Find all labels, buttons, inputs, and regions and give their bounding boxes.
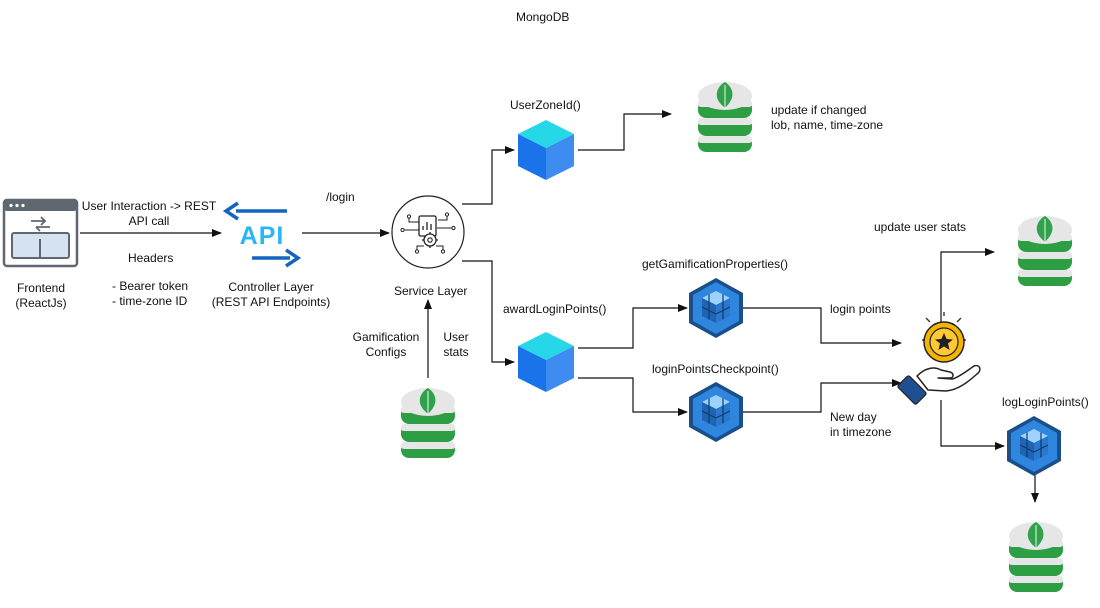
userzone-label: UserZoneId() xyxy=(510,98,581,112)
checkpoint-hexagon-icon xyxy=(688,381,744,443)
frontend-label: Frontend (ReactJs) xyxy=(15,281,67,310)
award-cube-icon xyxy=(518,332,574,392)
edge-award-to-checkpoint xyxy=(578,377,688,416)
frontend-to-api-label: User Interaction -> REST API call xyxy=(81,199,217,228)
log-points-label: logLoginPoints() xyxy=(1002,395,1089,409)
browser-window-icon xyxy=(2,198,79,268)
api-icon: API xyxy=(222,201,302,268)
service-gear-icon xyxy=(391,195,465,269)
login-points-label: login points xyxy=(830,302,891,316)
log-hexagon-icon xyxy=(1006,415,1062,477)
gamification-props-label: getGamificationProperties() xyxy=(642,257,789,271)
edge-reward-to-stats-db xyxy=(940,248,995,323)
gamification-hexagon-icon xyxy=(688,277,744,339)
config-mongodb-icon xyxy=(400,387,456,459)
reward-coin-hand-icon xyxy=(897,312,981,405)
edge-userzone-to-db xyxy=(578,110,672,151)
headers-title: Headers xyxy=(128,251,174,265)
award-label: awardLoginPoints() xyxy=(503,302,607,316)
checkpoint-label: loginPointsCheckpoint() xyxy=(652,362,779,376)
edge-service-to-userzone xyxy=(462,146,515,205)
userzone-mongodb-icon xyxy=(697,81,753,153)
edge-checkpoint-to-reward xyxy=(743,379,902,413)
login-route-label: /login xyxy=(326,190,355,204)
log-mongodb-icon xyxy=(1008,521,1064,593)
edge-award-to-gamification xyxy=(578,304,688,349)
stats-mongodb-icon xyxy=(1017,215,1073,287)
new-day-label: New day in timezone xyxy=(830,410,892,439)
controller-label: Controller Layer (REST API Endpoints) xyxy=(211,280,331,309)
headers-items: - Bearer token - time-zone ID xyxy=(112,279,189,308)
edge-gamification-to-reward xyxy=(743,307,902,347)
diagram-title: MongoDB xyxy=(516,10,570,24)
update-stats-label: update user stats xyxy=(874,220,967,234)
userzone-db-note: update if changed lob, name, time-zone xyxy=(771,103,884,132)
edges xyxy=(80,110,1039,503)
gamification-configs-label: Gamification Configs xyxy=(352,330,420,359)
edge-reward-to-log xyxy=(940,400,1005,450)
user-stats-label: User stats xyxy=(443,330,469,359)
userzone-cube-icon xyxy=(518,120,574,180)
service-label: Service Layer xyxy=(394,284,468,298)
edge-service-to-award xyxy=(462,260,515,366)
api-logo-text: API xyxy=(240,222,285,250)
